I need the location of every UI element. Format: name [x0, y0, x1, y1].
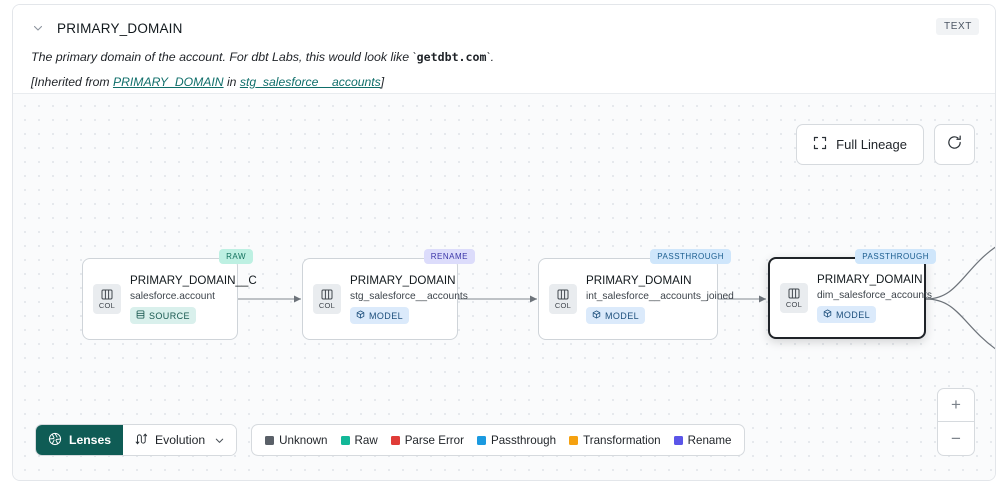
refresh-button[interactable] [934, 124, 975, 165]
node-tag-badge: RENAME [423, 249, 475, 264]
title-row: PRIMARY_DOMAIN [31, 17, 979, 39]
column-lineage-panel: PRIMARY_DOMAIN TEXT The primary domain o… [12, 4, 996, 481]
node-body: PRIMARY_DOMAIN__C salesforce.account SOU… [130, 274, 257, 324]
cube-icon [592, 310, 601, 321]
legend-item: Transformation [569, 434, 661, 447]
legend-swatch [569, 435, 579, 445]
legend-swatch [265, 435, 275, 445]
evolution-dropdown[interactable]: Evolution [123, 425, 237, 455]
node-tag-badge: RAW [219, 249, 253, 264]
lineage-node[interactable]: RENAME COL PRIMARY_DOMAIN stg_salesforce… [302, 249, 475, 340]
page-title: PRIMARY_DOMAIN [57, 20, 183, 36]
zoom-out-button[interactable]: − [951, 428, 961, 448]
lineage-node[interactable]: PASSTHROUGH COL PRIMARY_DOMAIN int_sales… [538, 249, 734, 340]
node-body: PRIMARY_DOMAIN int_salesforce__accounts_… [586, 274, 734, 324]
node-kind-badge: MODEL [350, 307, 410, 324]
node-tag-badge: PASSTHROUGH [650, 249, 731, 264]
node-kind-label: MODEL [369, 310, 404, 321]
node-kind-badge: MODEL [586, 307, 646, 324]
legend-swatch [476, 435, 486, 445]
canvas-bottom-bar: Lenses Evolution [35, 424, 746, 456]
legend-item: Parse Error [390, 433, 464, 447]
refresh-icon [946, 134, 963, 156]
inherited-model-link[interactable]: stg_salesforce__accounts [239, 74, 381, 89]
lenses-label: Lenses [69, 433, 112, 447]
canvas-top-controls: Full Lineage [796, 124, 975, 165]
legend-label: Unknown [279, 433, 328, 447]
inherited-from-note: [Inherited from PRIMARY_DOMAIN in stg_sa… [31, 74, 979, 90]
legend-swatch [673, 435, 683, 445]
zoom-in-button[interactable]: + [938, 389, 974, 422]
evolution-label: Evolution [155, 433, 206, 447]
legend-swatch [340, 435, 350, 445]
node-body: PRIMARY_DOMAIN dim_salesforce_accounts M… [817, 273, 932, 323]
node-kind-badge: MODEL [817, 306, 877, 323]
chevron-down-icon[interactable] [31, 21, 45, 35]
legend-item: Unknown [265, 433, 328, 447]
legend-label: Rename [687, 433, 732, 447]
node-kind-label: SOURCE [149, 310, 190, 321]
legend-label: Parse Error [404, 433, 464, 447]
inherited-prefix: [Inherited from [31, 74, 113, 89]
node-title: PRIMARY_DOMAIN [586, 274, 692, 287]
chevron-down-icon [214, 435, 225, 446]
node-body: PRIMARY_DOMAIN stg_salesforce__accounts … [350, 274, 468, 324]
node-kind-label: MODEL [836, 309, 871, 320]
column-icon: COL [313, 284, 341, 314]
column-description: The primary domain of the account. For d… [31, 49, 979, 66]
node-tag-badge: PASSTHROUGH [855, 249, 936, 264]
lineage-legend: Unknown Raw Parse Error Passthrough Tran… [251, 424, 746, 456]
cube-icon [356, 310, 365, 321]
node-subtitle: dim_salesforce_accounts [817, 290, 932, 301]
column-chip-label: COL [98, 300, 116, 310]
expand-corners-icon [813, 136, 827, 153]
node-title: PRIMARY_DOMAIN__C [130, 274, 257, 287]
zoom-controls: + − [937, 388, 975, 456]
legend-item: Passthrough [476, 433, 557, 447]
legend-label: Raw [354, 433, 378, 447]
node-title: PRIMARY_DOMAIN [817, 273, 923, 286]
description-text: The primary domain of the account. For d… [31, 50, 417, 64]
node-subtitle: int_salesforce__accounts_joined [586, 291, 734, 302]
legend-item: Raw [340, 433, 378, 447]
cube-icon [823, 309, 832, 320]
inherited-column-link[interactable]: PRIMARY_DOMAIN [112, 74, 224, 89]
full-lineage-button[interactable]: Full Lineage [796, 124, 924, 165]
node-subtitle: salesforce.account [130, 291, 215, 302]
lens-group: Lenses Evolution [35, 424, 238, 456]
evolution-icon [134, 432, 148, 449]
node-subtitle: stg_salesforce__accounts [350, 291, 468, 302]
panel-header: PRIMARY_DOMAIN TEXT The primary domain o… [13, 5, 995, 101]
inherited-middle: in [223, 74, 240, 89]
aperture-icon [48, 432, 62, 449]
node-title: PRIMARY_DOMAIN [350, 274, 456, 287]
node-kind-label: MODEL [605, 310, 640, 321]
lenses-button[interactable]: Lenses [36, 425, 124, 455]
description-code: getdbt.com [416, 50, 487, 64]
description-text-end: `. [486, 50, 495, 64]
legend-swatch [390, 435, 400, 445]
column-chip-label: COL [554, 300, 572, 310]
lineage-node-selected[interactable]: PASSTHROUGH COL PRIMARY_DOMAIN dim_sales… [768, 249, 936, 339]
lineage-node[interactable]: RAW COL PRIMARY_DOMAIN__C salesforce.acc… [82, 249, 257, 340]
legend-label: Transformation [583, 433, 661, 447]
database-icon [136, 310, 145, 321]
column-icon: COL [93, 284, 121, 314]
type-badge: TEXT [936, 18, 979, 35]
column-icon: COL [780, 283, 808, 313]
lineage-canvas[interactable]: Full Lineage RAW COL [13, 93, 995, 480]
legend-item: Rename [673, 433, 732, 447]
node-kind-badge: SOURCE [130, 307, 196, 324]
column-icon: COL [549, 284, 577, 314]
column-chip-label: COL [785, 299, 803, 309]
column-chip-label: COL [318, 300, 336, 310]
full-lineage-label: Full Lineage [836, 137, 907, 152]
legend-label: Passthrough [490, 433, 557, 447]
inherited-suffix: ] [380, 74, 385, 89]
